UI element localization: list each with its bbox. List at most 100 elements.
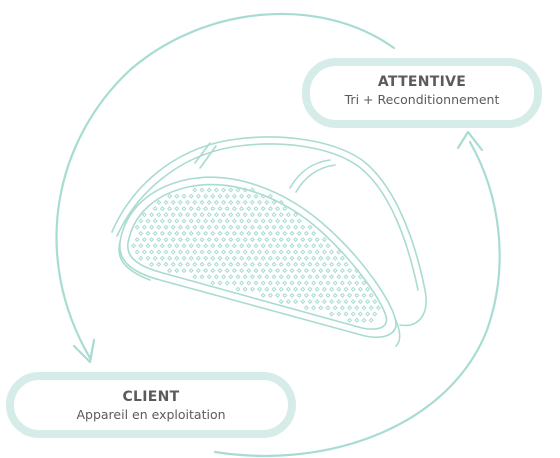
perforation-dot — [246, 218, 252, 224]
perforation-dot — [293, 274, 299, 280]
perforation-dot — [249, 237, 255, 243]
perforation-dot — [174, 206, 180, 212]
perforation-dot — [372, 311, 378, 317]
perforation-dot — [177, 237, 183, 243]
perforation-dot — [336, 261, 342, 267]
perforation-dot — [296, 218, 302, 224]
perforation-dot — [300, 274, 306, 280]
perforation-dot — [311, 230, 317, 236]
node-attentive: ATTENTIVE Tri + Reconditionnement — [302, 58, 542, 128]
perforation-dot — [221, 199, 227, 205]
perforation-dot — [242, 286, 248, 292]
perforation-dot — [156, 249, 162, 255]
perforation-dot — [282, 206, 288, 212]
perforation-dot — [242, 274, 248, 280]
perforation-dot — [318, 243, 324, 249]
mouse-device-illustration — [111, 136, 427, 347]
perforation-dot — [347, 317, 353, 323]
perforation-dot — [167, 255, 173, 261]
perforation-dot — [249, 187, 255, 193]
perforation-dot — [260, 268, 266, 274]
perforation-dot — [343, 311, 349, 317]
perforation-dot — [257, 249, 263, 255]
perforation-dot — [185, 261, 191, 267]
perforation-dot — [253, 280, 259, 286]
perforation-dot — [343, 299, 349, 305]
perforation-dot — [181, 243, 187, 249]
perforation-dot — [163, 249, 169, 255]
perforation-dot — [195, 230, 201, 236]
perforation-dot — [199, 224, 205, 230]
perforation-dot — [264, 261, 270, 267]
cycle-arc-left — [55, 12, 396, 360]
node-client-title: CLIENT — [122, 389, 180, 405]
perforation-dot — [314, 237, 320, 243]
perforation-dot — [325, 255, 331, 261]
perforation-dot — [311, 305, 317, 311]
perforation-dot — [224, 280, 230, 286]
perforation-dot — [221, 212, 227, 218]
perforation-dot — [318, 305, 324, 311]
perforation-dot — [257, 274, 263, 280]
perforation-dot — [267, 292, 273, 298]
perforation-dot — [185, 249, 191, 255]
perforation-dot — [300, 299, 306, 305]
perforation-dot — [257, 224, 263, 230]
perforation-dot — [228, 199, 234, 205]
perforation-dot — [314, 274, 320, 280]
perforation-dot — [174, 243, 180, 249]
perforation-dot — [141, 224, 147, 230]
perforation-dot — [145, 243, 151, 249]
perforation-dot — [307, 261, 313, 267]
perforation-dot — [188, 243, 194, 249]
perforation-dot — [260, 206, 266, 212]
perforation-dot — [307, 274, 313, 280]
perforation-dot — [174, 255, 180, 261]
perforation-dot — [239, 230, 245, 236]
perforation-dot — [177, 249, 183, 255]
perforation-dot — [210, 255, 216, 261]
perforation-dot — [271, 286, 277, 292]
perforation-dot — [192, 249, 198, 255]
perforation-dot — [246, 193, 252, 199]
perforation-dot — [264, 212, 270, 218]
perforation-dot — [271, 261, 277, 267]
perforation-dot — [260, 193, 266, 199]
perforation-dot — [257, 212, 263, 218]
perforation-dot — [228, 212, 234, 218]
perforation-dot — [282, 218, 288, 224]
perforation-dot — [235, 286, 241, 292]
perforation-dot — [203, 206, 209, 212]
perforation-dot — [185, 199, 191, 205]
perforation-dot — [271, 249, 277, 255]
perforation-dot — [350, 274, 356, 280]
perforation-dot — [260, 218, 266, 224]
perforation-dot — [181, 268, 187, 274]
perforation-dot — [253, 218, 259, 224]
perforation-dot — [329, 261, 335, 267]
perforation-dot — [365, 299, 371, 305]
perforation-dot — [210, 268, 216, 274]
perforation-dot — [149, 249, 155, 255]
perforation-dot — [293, 224, 299, 230]
perforation-dot — [260, 255, 266, 261]
perforation-dot — [235, 274, 241, 280]
perforation-dot — [231, 230, 237, 236]
perforation-dot — [260, 230, 266, 236]
perforation-dot — [321, 299, 327, 305]
perforation-dot — [336, 286, 342, 292]
perforation-dot — [242, 249, 248, 255]
perforation-dot — [206, 187, 212, 193]
perforation-dot — [307, 249, 313, 255]
perforation-dot — [177, 212, 183, 218]
perforation-dot — [138, 230, 144, 236]
perforation-dot — [221, 224, 227, 230]
perforation-dot — [293, 261, 299, 267]
perforation-dot — [267, 218, 273, 224]
perforation-dot — [264, 224, 270, 230]
perforation-dot — [285, 249, 291, 255]
perforation-dot — [192, 224, 198, 230]
perforation-dot — [141, 237, 147, 243]
perforation-dot — [239, 280, 245, 286]
perforation-dot — [318, 280, 324, 286]
